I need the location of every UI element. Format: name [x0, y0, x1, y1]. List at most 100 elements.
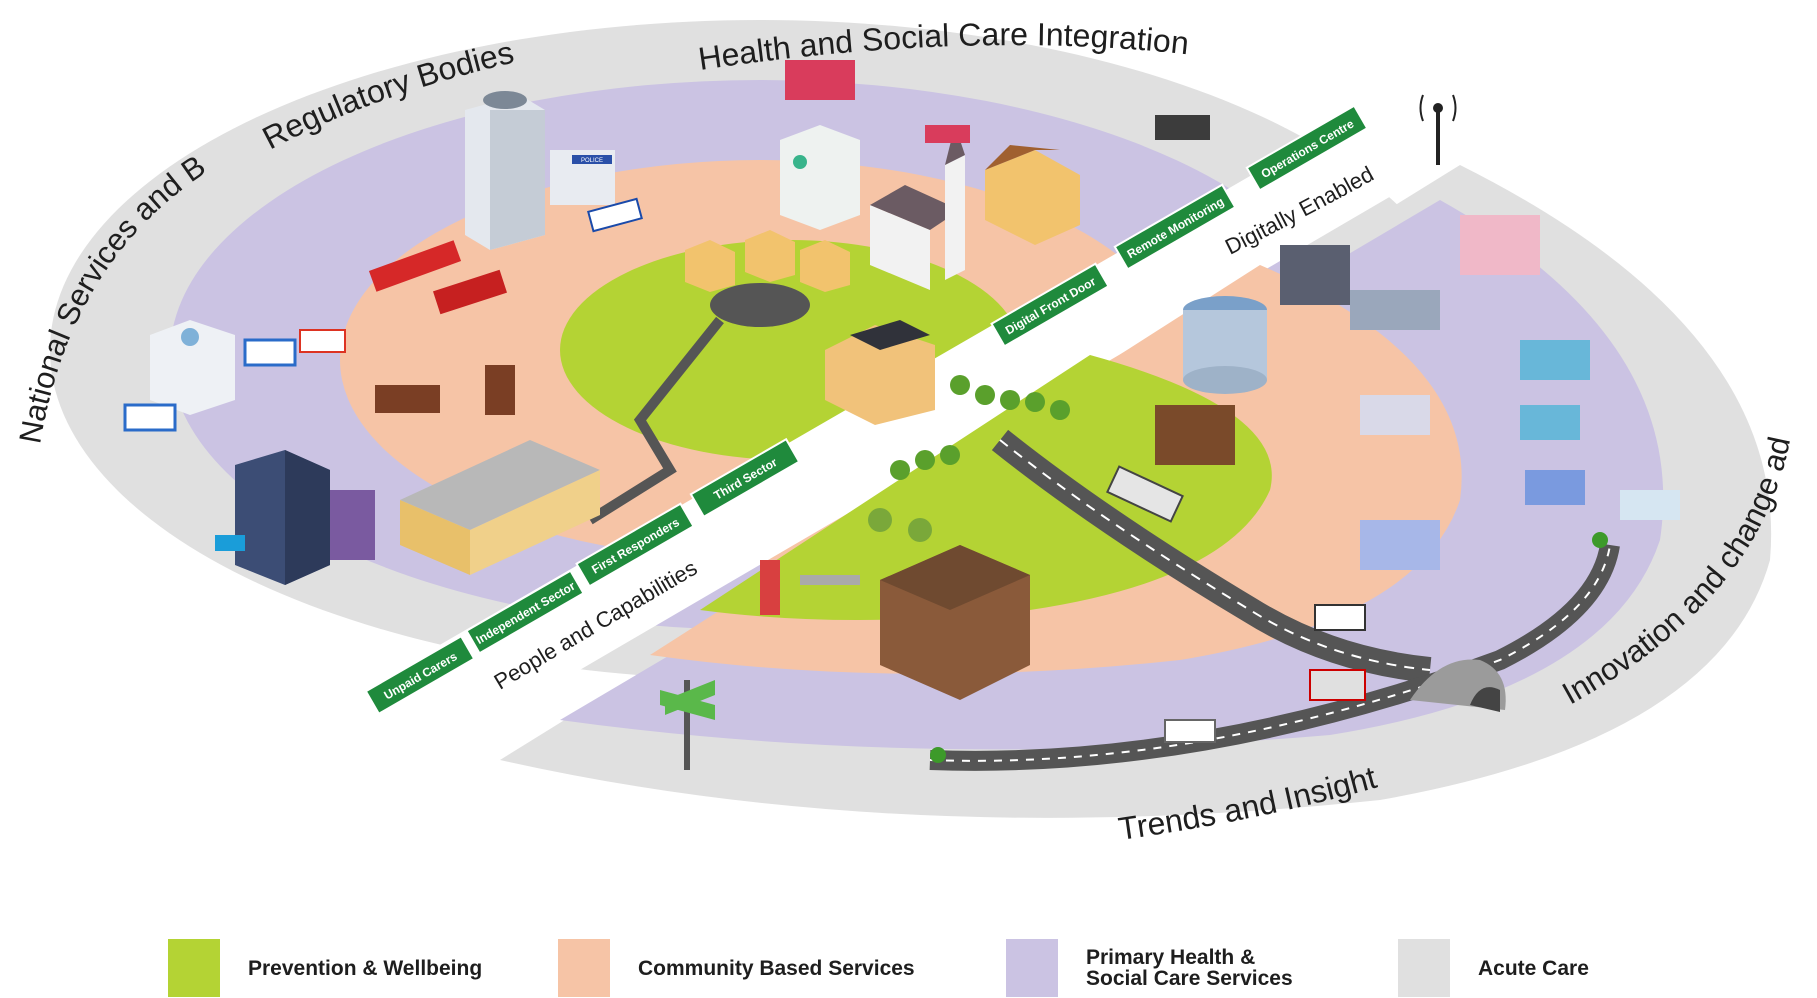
police-car	[587, 197, 643, 233]
legend-item-primary: Primary Health & Social Care Services	[1006, 938, 1293, 998]
bus	[1106, 465, 1184, 523]
helipad	[483, 91, 527, 109]
church-roof	[870, 185, 960, 230]
legend-swatch	[1006, 939, 1058, 997]
reception-desk	[1620, 490, 1680, 520]
tree	[1000, 390, 1020, 410]
legend-label: Primary Health & Social Care Services	[1086, 946, 1293, 990]
ambulance	[299, 329, 346, 353]
tree	[975, 385, 995, 405]
round-tower	[1183, 296, 1267, 394]
ambulance	[123, 403, 177, 432]
sign-board	[364, 634, 476, 716]
tree	[940, 445, 960, 465]
hospital-entrance	[215, 535, 245, 551]
legend-swatch	[1398, 939, 1450, 997]
tower-base	[1183, 366, 1267, 394]
house-roof	[985, 145, 1060, 170]
care-bed	[785, 60, 855, 100]
hospital-side	[285, 450, 330, 585]
court-bench	[375, 385, 440, 413]
car	[1314, 604, 1366, 631]
van	[1164, 719, 1216, 743]
hospital-bed	[1520, 340, 1590, 380]
ambulance	[243, 338, 297, 367]
houses	[685, 145, 1080, 425]
tree	[1025, 392, 1045, 412]
tunnel	[1410, 659, 1506, 712]
main-road-markings	[999, 439, 1431, 671]
solar-panels	[850, 320, 930, 350]
house	[800, 240, 850, 292]
school-building	[880, 545, 1030, 700]
police-sign-text: POLICE	[581, 158, 603, 164]
church-nave	[870, 205, 930, 290]
signpost-pole	[684, 680, 690, 770]
solar-house	[825, 325, 935, 425]
shopping-centre	[400, 440, 600, 575]
ambulance-station	[123, 320, 346, 432]
sign-board	[575, 502, 695, 588]
fire-engine	[433, 269, 507, 315]
tree	[1050, 400, 1070, 420]
legend-item-prevention: Prevention & Wellbeing	[168, 938, 482, 998]
prevention-core-right	[700, 355, 1272, 620]
swing-frame	[800, 575, 860, 585]
tree	[1592, 532, 1608, 548]
dental-chair	[1360, 395, 1430, 435]
sign-board	[1245, 104, 1369, 192]
legend-item-acute: Acute Care	[1398, 938, 1589, 998]
legend-label: Community Based Services	[638, 956, 915, 980]
pharmacy-counter	[1360, 520, 1440, 570]
gp-cross	[793, 155, 807, 169]
legend-label: Acute Care	[1478, 956, 1589, 980]
antenna-mast	[1436, 110, 1440, 165]
slide	[760, 560, 780, 615]
bookshelf	[1155, 405, 1235, 465]
tower-side	[490, 110, 545, 250]
fire-engine	[368, 240, 462, 292]
house	[985, 150, 1080, 245]
sign-board	[689, 437, 801, 519]
treadmill	[1155, 115, 1210, 140]
acute-hospital	[215, 450, 375, 585]
roads	[587, 283, 1620, 771]
left-path	[587, 316, 724, 525]
hospital-wing	[330, 490, 375, 560]
school-roof	[880, 545, 1030, 610]
gp-building	[780, 125, 860, 230]
tree-row	[868, 375, 1608, 763]
tree	[930, 747, 946, 763]
sign-board	[465, 569, 585, 655]
buildings: POLICE	[123, 60, 1680, 770]
tree	[890, 460, 910, 480]
server-racks	[1280, 245, 1350, 305]
lectern	[485, 365, 515, 415]
mall-roof	[400, 440, 600, 530]
legend-swatch	[558, 939, 610, 997]
mall-front	[400, 500, 470, 575]
mall-side	[470, 470, 600, 575]
tree	[908, 518, 932, 542]
truck	[1309, 669, 1366, 701]
police-sign	[572, 155, 612, 164]
legend-label: Prevention & Wellbeing	[248, 956, 483, 980]
church-spire	[945, 155, 965, 280]
sign-board	[990, 262, 1110, 348]
legend: Prevention & Wellbeing Community Based S…	[0, 938, 1817, 998]
ambulance-hq	[150, 320, 235, 415]
signpost	[660, 680, 715, 770]
gp-practice	[780, 125, 860, 230]
control-desk	[1350, 290, 1440, 330]
house	[685, 240, 735, 292]
divider-band	[310, 95, 1470, 775]
wifi-antenna	[1419, 94, 1457, 165]
bottom-road-markings	[929, 544, 1611, 762]
sign-board	[1113, 183, 1237, 271]
cul-de-sac	[710, 283, 810, 327]
wifi-icon	[1419, 94, 1457, 122]
church	[870, 125, 965, 290]
diagram-canvas: POLICE	[0, 0, 1797, 847]
antenna-dot	[1433, 103, 1443, 113]
